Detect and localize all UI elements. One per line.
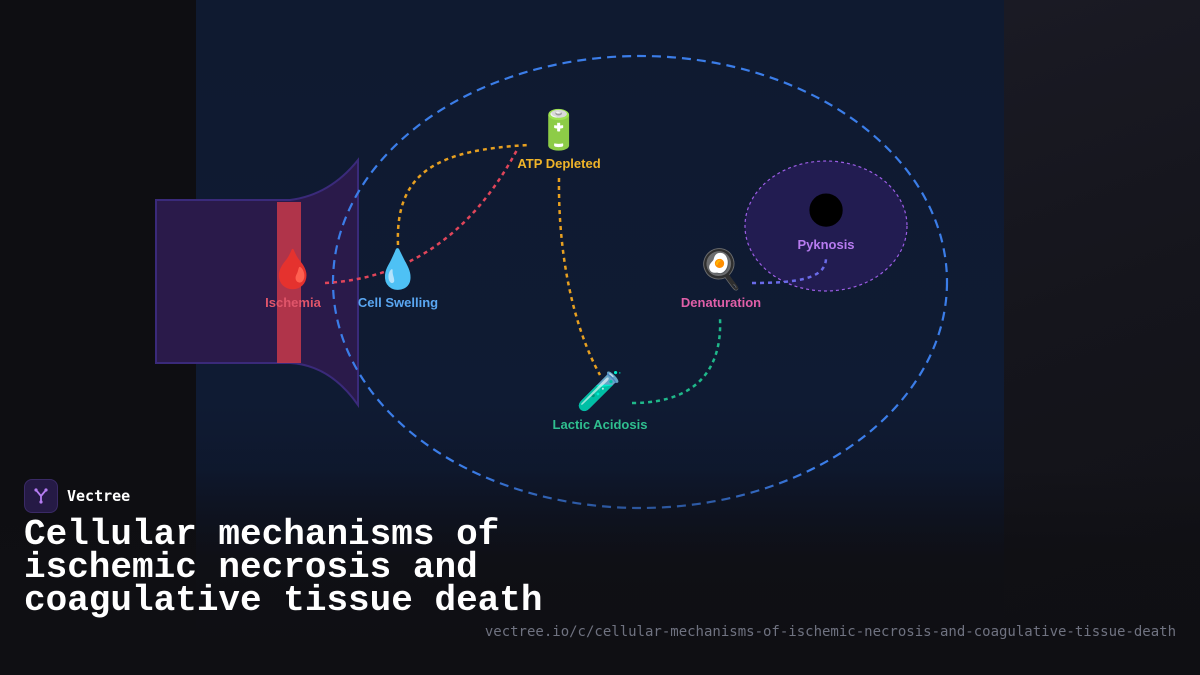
bottom-fade-overlay [0,470,1200,675]
node-label: Cell Swelling [357,295,439,310]
edge-cell-swelling-atp-depleted [396,143,529,246]
brand: Vectree [24,479,130,513]
page-title: Cellular mechanisms of ischemic necrosis… [24,514,543,621]
water-drop-icon: 💧 [374,247,422,291]
node-denaturation: 🍳 Denaturation [681,247,761,310]
blood-vessel [155,157,359,409]
vessel-occlusion [277,202,301,363]
brand-name: Vectree [67,487,131,505]
node-label: Ischemia [265,295,321,310]
node-label: ATP Depleted [517,156,601,171]
node-label: Pyknosis [797,237,855,252]
fried-egg-icon: 🍳 [697,247,745,291]
node-lactic-acidosis: 🧪 Lactic Acidosis [553,369,648,432]
node-ischemia: 🩸 Ischemia [265,247,321,310]
battery-icon: 🔋 [535,108,583,152]
node-atp-depleted: 🔋 ATP Depleted [517,108,600,171]
cell-nucleus [744,160,908,292]
node-cell-swelling: 💧 Cell Swelling [358,247,438,310]
test-tube-icon: 🧪 [576,369,624,413]
vectree-tree-icon [24,479,58,513]
edge-atp-depleted-lactic-acidosis [557,177,602,376]
node-label: Lactic Acidosis [552,417,648,432]
dark-moon-icon: 🌑 [806,189,846,233]
page-url: vectree.io/c/cellular-mechanisms-of-isch… [484,624,1176,640]
node-label: Denaturation [680,295,762,310]
blood-drop-icon: 🩸 [269,247,317,291]
node-pyknosis: 🌑 Pyknosis [797,189,854,252]
edge-ischemia-atp-depleted [324,147,520,285]
